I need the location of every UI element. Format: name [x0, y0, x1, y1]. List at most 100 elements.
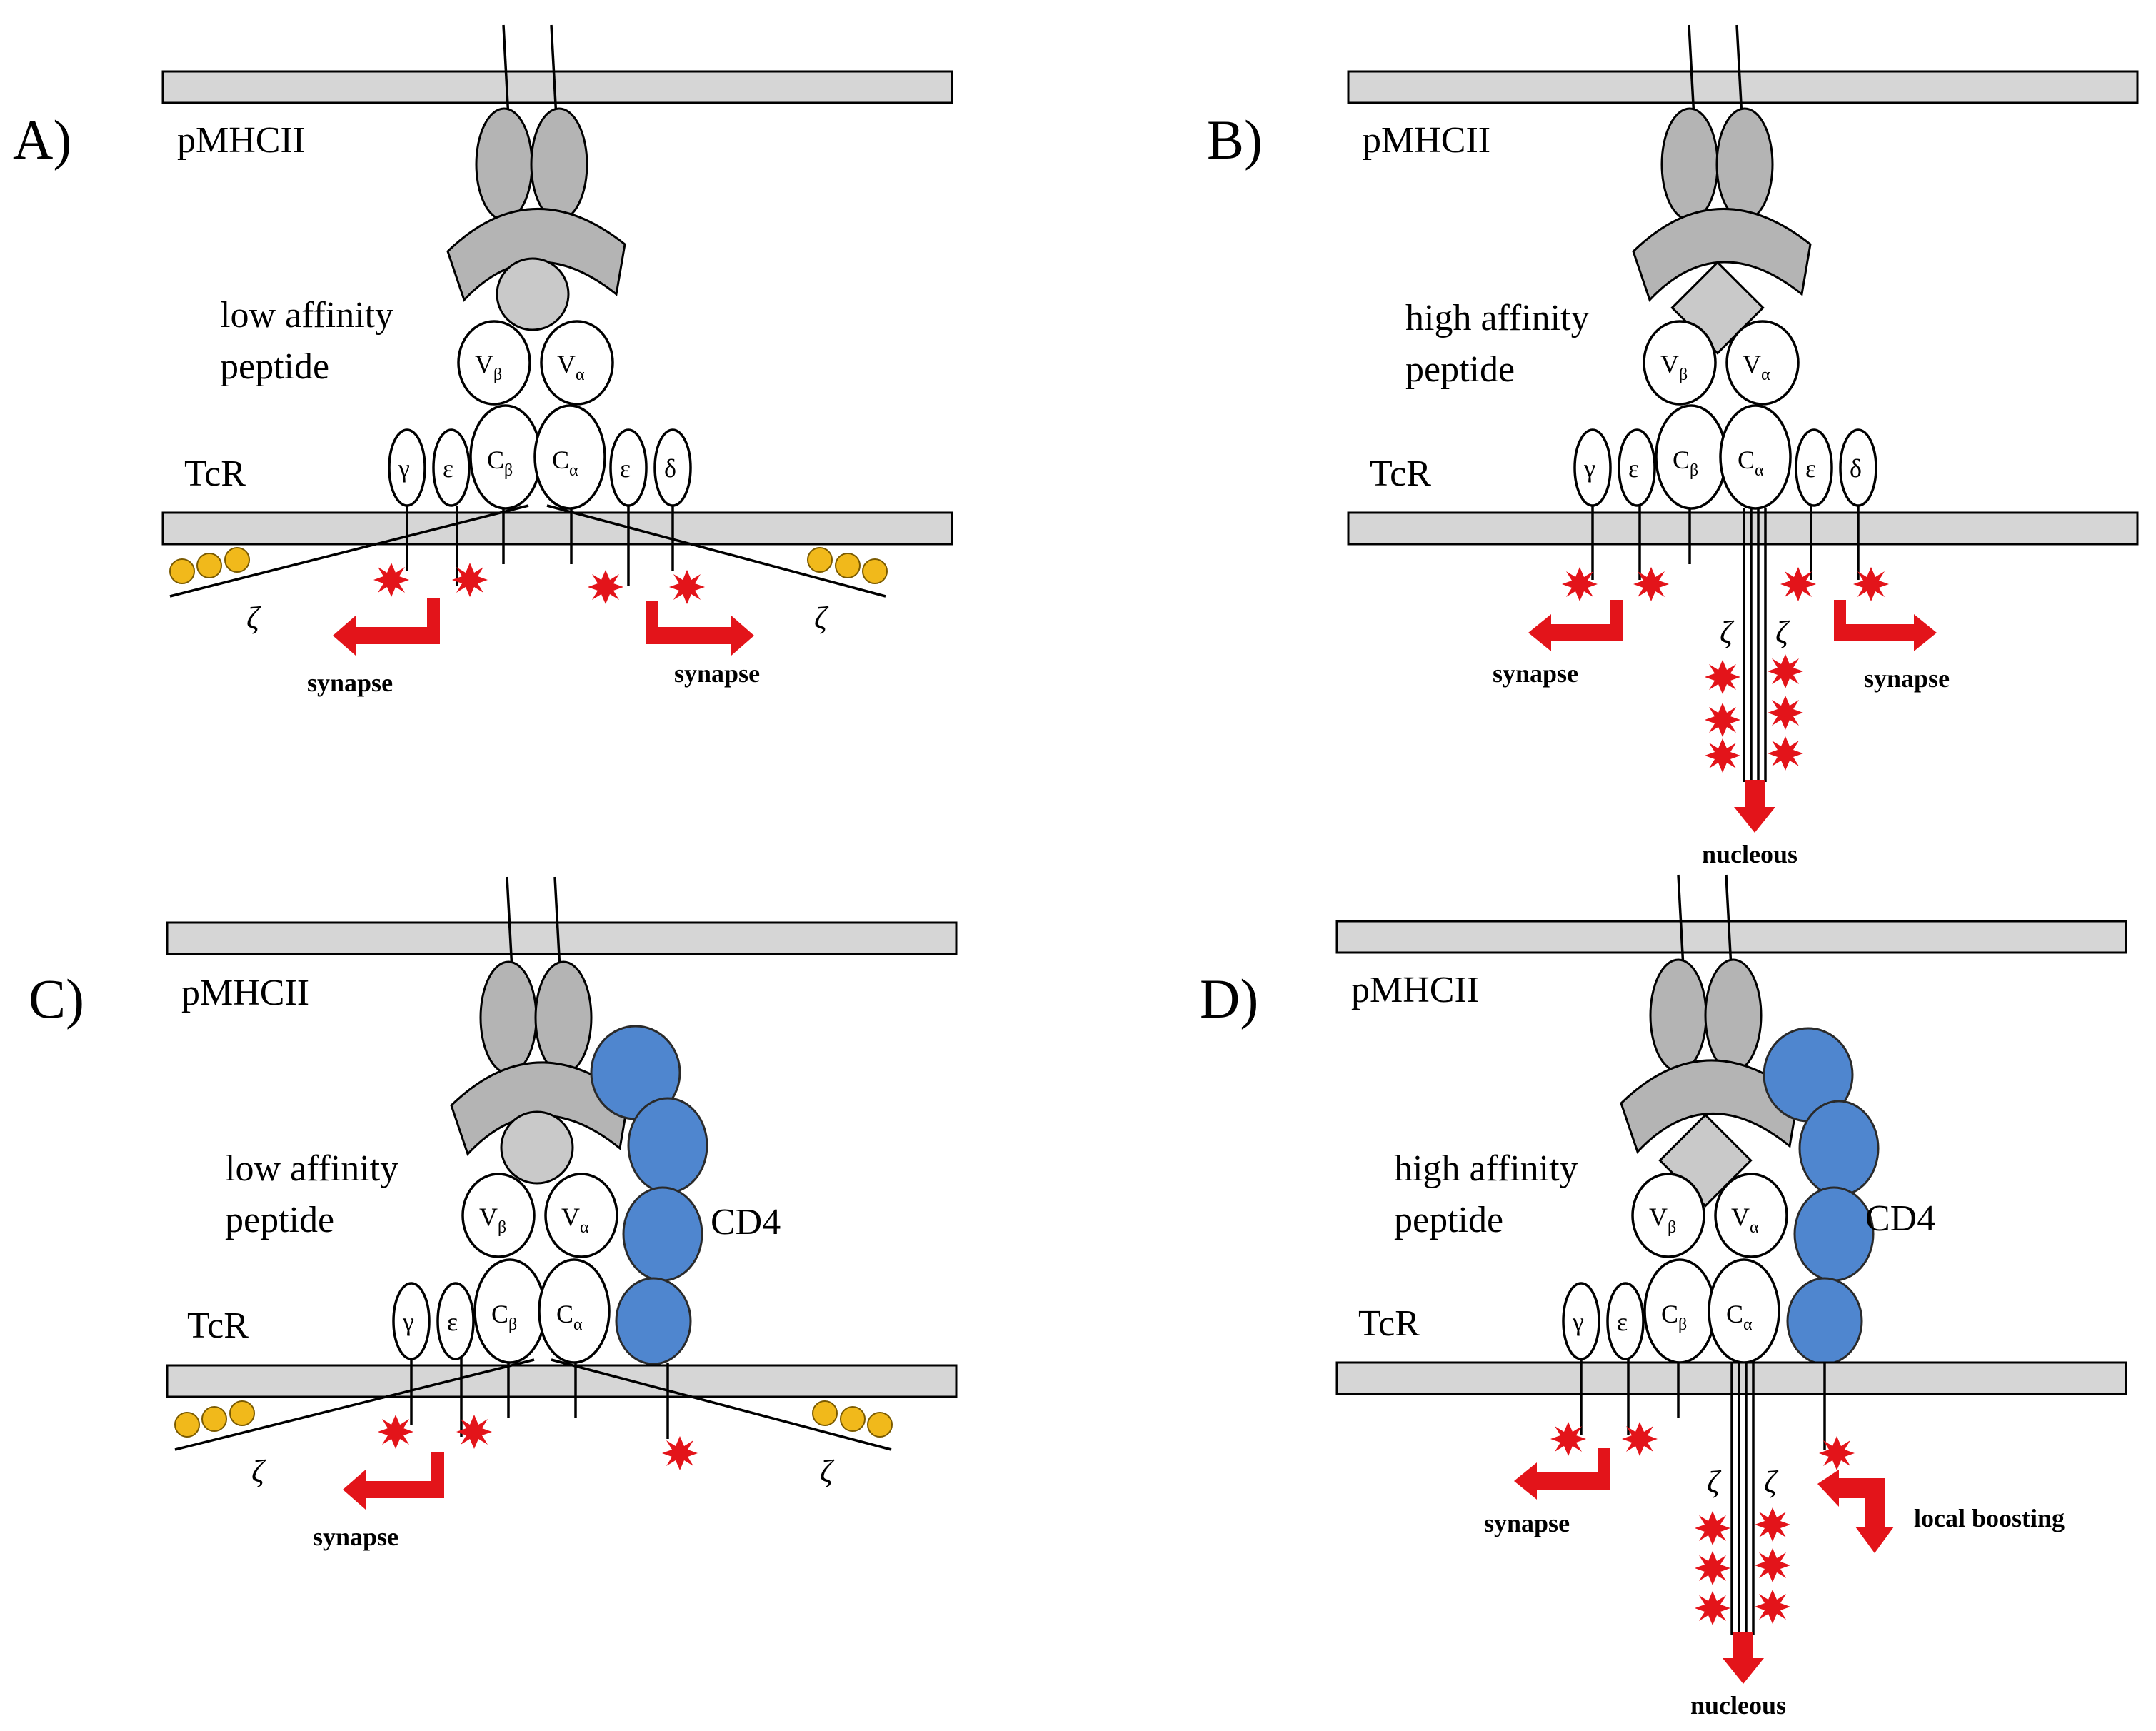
cd4-label: CD4	[711, 1202, 781, 1243]
panel-a: A) pMHCII low affinity peptide TcR Vβ Vα…	[13, 24, 953, 697]
phosphorylation-burst	[1768, 696, 1803, 730]
phosphorylation-burst	[1755, 1507, 1790, 1542]
cd4-d4	[1786, 1277, 1863, 1365]
zap70-cluster	[812, 1400, 893, 1438]
peptide-label-line2: peptide	[225, 1200, 334, 1240]
phosphorylation-burst	[1705, 703, 1740, 737]
peptide-label-line1: high affinity	[1405, 298, 1590, 338]
phosphorylation-burst	[1705, 738, 1740, 773]
c-alpha-label: Cα	[556, 1300, 583, 1334]
phosphorylation-burst	[1622, 1422, 1658, 1456]
c-beta-label: Cβ	[491, 1300, 517, 1334]
epsilon-label: ε	[443, 454, 453, 483]
v-beta-label: Vβ	[1660, 350, 1688, 384]
tcr-label: TcR	[187, 1305, 249, 1346]
mhc-beta2-domain	[530, 107, 588, 221]
synapse-label: synapse	[313, 1522, 398, 1551]
c-beta-label: Cβ	[1661, 1300, 1687, 1334]
apc-membrane	[1347, 70, 2139, 104]
nucleus-arrow	[1734, 780, 1775, 833]
apc-membrane	[161, 70, 953, 104]
c-alpha-domain	[538, 1258, 611, 1364]
zeta-chain-right	[551, 1358, 892, 1451]
phosphorylation-burst	[456, 1415, 492, 1449]
c-alpha-domain	[1708, 1258, 1780, 1364]
t-cell-membrane	[161, 511, 953, 546]
cd4-d3	[622, 1186, 703, 1282]
mhc-groove	[450, 1061, 630, 1156]
mhc-groove	[446, 208, 626, 302]
cd3-epsilon	[1795, 428, 1833, 507]
zap70-cluster	[169, 547, 250, 584]
v-alpha-domain	[1725, 320, 1800, 406]
cd4-d2	[1798, 1100, 1880, 1197]
phosphorylation-burst	[1819, 1436, 1855, 1470]
mhc-alpha2-domain	[1649, 958, 1708, 1073]
cd3-epsilon	[1606, 1282, 1645, 1360]
synapse-label: synapse	[1484, 1509, 1570, 1537]
mhc-beta2-domain	[1715, 107, 1774, 221]
v-beta-label: Vβ	[479, 1203, 506, 1237]
apc-membrane	[166, 921, 958, 955]
synapse-arrow	[1834, 600, 1937, 651]
panel-d: D) CD4 pMHCII high affinity peptide TcR …	[1200, 874, 2127, 1720]
peptide-label-line1: low affinity	[225, 1148, 398, 1189]
mhc-stalk	[550, 24, 558, 119]
zeta-label: ζ	[814, 601, 829, 636]
zeta-label: ζ	[246, 601, 261, 636]
synapse-arrow	[333, 598, 440, 656]
synapse-label: synapse	[1864, 664, 1950, 693]
epsilon-label: ε	[620, 454, 631, 483]
synapse-arrow	[646, 601, 754, 656]
synapse-arrow	[1514, 1448, 1610, 1500]
zeta-chain-left	[174, 1358, 535, 1451]
tcr-label: TcR	[1370, 453, 1431, 494]
epsilon-label: ε	[1617, 1308, 1628, 1336]
low-affinity-peptide	[500, 1110, 574, 1185]
c-beta-domain	[1643, 1258, 1716, 1364]
mhc-stalk	[1735, 24, 1743, 119]
apc-membrane	[1335, 920, 2127, 954]
local-boosting-label: local boosting	[1914, 1504, 2065, 1532]
low-affinity-peptide	[496, 257, 570, 331]
zap70-cluster	[174, 1400, 255, 1438]
panel-c: C) CD4 pMHCII low affinity peptide TcR V…	[29, 876, 958, 1551]
c-beta-domain	[1655, 404, 1728, 510]
t-cell-membrane	[166, 1364, 958, 1398]
peptide-label-line2: peptide	[220, 346, 329, 387]
nucleus-label: nucleous	[1690, 1691, 1786, 1720]
mhc-label: pMHCII	[177, 120, 305, 161]
phosphorylation-burst	[1695, 1591, 1730, 1625]
phosphorylation-burst	[1550, 1422, 1586, 1456]
gamma-label: γ	[1583, 454, 1595, 483]
phosphorylation-burst	[1695, 1551, 1730, 1585]
synapse-label: synapse	[674, 659, 760, 688]
peptide-label-line2: peptide	[1394, 1200, 1503, 1240]
delta-label: δ	[664, 454, 676, 483]
phosphorylation-burst	[452, 563, 488, 597]
v-beta-domain	[1631, 1173, 1705, 1258]
c-beta-domain	[469, 404, 542, 510]
v-beta-label: Vβ	[475, 350, 502, 384]
phosphorylation-burst	[1780, 567, 1816, 601]
synapse-label: synapse	[1493, 659, 1578, 688]
phosphorylation-burst	[1755, 1548, 1790, 1582]
epsilon-label: ε	[447, 1308, 458, 1336]
mhc-alpha2-domain	[479, 960, 538, 1075]
panel-b: B) pMHCII high affinity peptide TcR Vβ V…	[1207, 24, 2139, 868]
c-beta-domain	[473, 1258, 546, 1364]
v-alpha-domain	[544, 1173, 618, 1258]
cd4-d2	[627, 1097, 708, 1194]
cd4-d4	[615, 1277, 692, 1365]
zeta-label: ζ	[251, 1454, 266, 1489]
phosphorylation-burst	[1562, 567, 1598, 601]
phosphorylation-burst	[1755, 1590, 1790, 1624]
cd3-epsilon	[1618, 428, 1656, 507]
v-alpha-domain	[540, 320, 614, 406]
v-beta-domain	[461, 1173, 536, 1258]
mhc-stalk	[1677, 874, 1685, 968]
c-alpha-label: Cα	[1726, 1300, 1753, 1334]
v-alpha-label: Vα	[557, 350, 585, 384]
mhc-stalk	[506, 876, 513, 970]
v-alpha-domain	[1714, 1173, 1788, 1258]
